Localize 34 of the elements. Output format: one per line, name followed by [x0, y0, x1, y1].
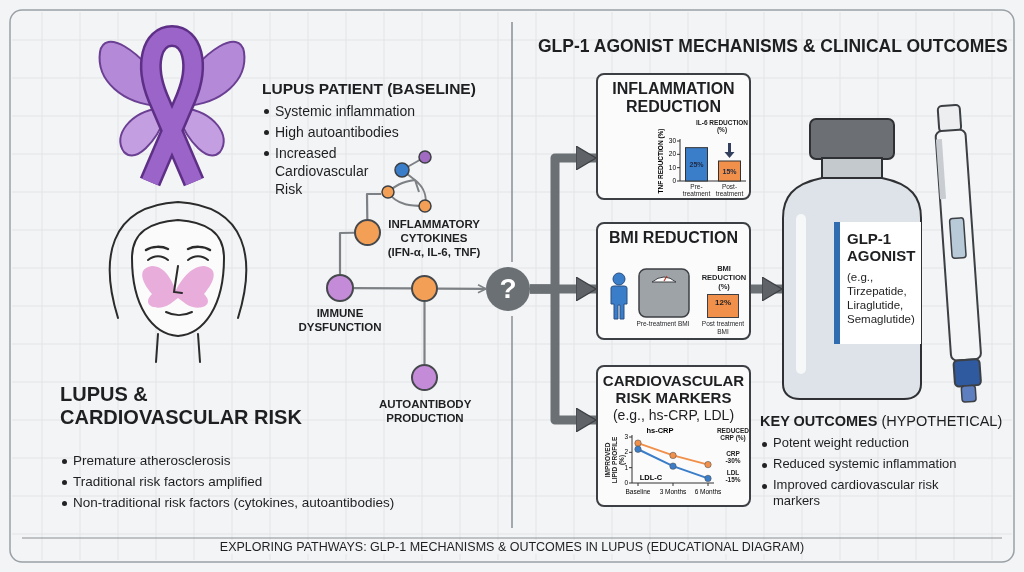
pathway-label: IMMUNE DYSFUNCTION [297, 306, 383, 334]
panel-heading: CARDIOVASCULAR RISK MARKERS [601, 372, 746, 406]
pathway-label: AUTOANTIBODY PRODUCTION [377, 397, 473, 425]
outcome-panel [596, 73, 751, 200]
connector-line [423, 302, 426, 364]
connector-line [365, 192, 381, 219]
outcome-panel [596, 365, 751, 507]
bullet-item: Potent weight reduction [760, 435, 1000, 451]
bullet-item: Improved cardiovascular risk markers [760, 477, 975, 509]
drug-name: GLP-1 AGONIST [847, 230, 917, 264]
drug-examples: (e.g., Tirzepatide, Liraglutide, Semaglutide) [847, 270, 916, 326]
pathway-label: INFLAMMATORY CYTOKINES (IFN-α, IL-6, TNF) [386, 217, 482, 259]
section-heading: LUPUS & CARDIOVASCULAR RISK [60, 383, 303, 429]
bullet-item: Reduced systemic inflammation [760, 456, 1000, 472]
panel-heading: INFLAMMATION REDUCTION [611, 80, 736, 116]
bullet-item: Traditional risk factors amplified [60, 473, 480, 490]
section-heading: KEY OUTCOMES (HYPOTHETICAL) [760, 412, 1004, 430]
flow-arrow [751, 276, 783, 302]
bullet-item: Premature atherosclerosis [60, 452, 480, 469]
connector-line [338, 231, 354, 274]
bullet-item: Systemic inflammation [262, 102, 442, 120]
outcome-panel [596, 222, 751, 340]
bullet-item: Non-traditional risk factors (cytokines, autoantibodies) [60, 494, 480, 511]
connector-line [354, 287, 411, 290]
panel-subheading: (e.g., hs-CRP, LDL) [611, 407, 736, 423]
chart-text: 12% [714, 298, 732, 308]
panel-heading: BMI REDUCTION [608, 229, 739, 247]
bullet-item: High autoantibodies [262, 123, 442, 141]
diagram-title: GLP-1 AGONIST MECHANISMS & CLINICAL OUTCOMES [538, 36, 1008, 57]
flow-arrow [530, 284, 597, 433]
bullet-item: Increased Cardiovascular Risk [262, 144, 380, 198]
arrow [438, 284, 487, 294]
question-mark-circle: ? [486, 267, 530, 311]
section-heading: LUPUS PATIENT (BASELINE) [262, 79, 477, 98]
